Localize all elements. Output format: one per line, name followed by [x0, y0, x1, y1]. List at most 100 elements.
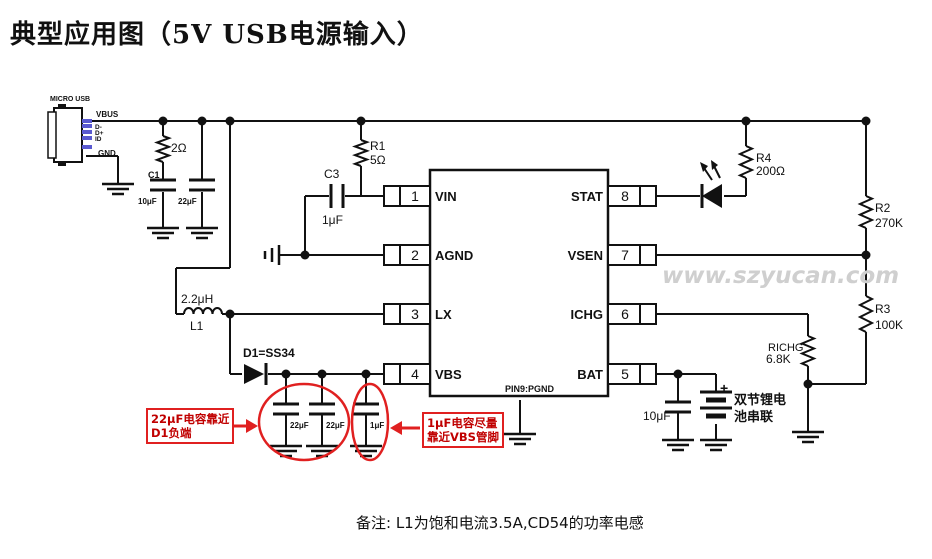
junction-dot [356, 116, 366, 126]
pin-number-5: 5 [621, 366, 629, 382]
c1-ref: C1 [148, 170, 160, 180]
highlight-circle-22uf [257, 382, 351, 462]
pin-name-vsen: VSEN [568, 248, 603, 263]
junction-dot [225, 116, 235, 126]
arrow-right-head [390, 421, 402, 435]
pin-name-ichg: ICHG [571, 307, 604, 322]
junction-dot [361, 369, 371, 379]
c-vbs-3-label: 1μF [370, 421, 384, 430]
resistor-r4 [737, 145, 755, 179]
ic-pin-bat [607, 363, 657, 385]
usb-label: MICRO USB [50, 96, 90, 103]
c-vbs-1-label: 22μF [290, 421, 309, 430]
usb-pin-label-D-: D- [95, 124, 102, 131]
usb-pin-label-D+: D+ [95, 130, 104, 137]
junction-dot [861, 250, 871, 260]
l1-value: 2.2μH [181, 292, 213, 306]
pin-name-vin: VIN [435, 189, 457, 204]
pin-number-1: 1 [411, 188, 419, 204]
c-vbs-2-label: 22μF [326, 421, 345, 430]
pin-number-2: 2 [411, 247, 419, 263]
richg-val: 6.8K [766, 352, 791, 366]
c3-val: 1μF [322, 213, 343, 227]
richg-ref: RICHG [768, 342, 803, 354]
junction-dot [741, 116, 751, 126]
usb-pin-2 [82, 136, 92, 140]
r2-val: 270K [875, 216, 903, 230]
r4-ref: R4 [756, 151, 772, 165]
r3-ref: R3 [875, 302, 891, 316]
pin-number-6: 6 [621, 306, 629, 322]
pin-number-7: 7 [621, 247, 629, 263]
led-indicator [702, 184, 722, 208]
pin-number-4: 4 [411, 366, 419, 382]
led-ray-head [711, 160, 718, 170]
c-22uf-left-label: 22μF [178, 197, 197, 206]
usb-tab [58, 104, 66, 108]
junction-dot [225, 309, 235, 319]
usb-pin-1 [82, 130, 92, 134]
led-ray [703, 167, 713, 181]
page-title: 典型应用图（5V USB电源输入） [10, 20, 424, 50]
d1-label: D1=SS34 [243, 346, 295, 360]
usb-pin-gnd [82, 145, 92, 149]
usb-connector-shell [47, 111, 57, 159]
r1-ref: R1 [370, 139, 386, 153]
battery-label-line-0: 双节锂电 [734, 392, 786, 407]
wires [86, 120, 867, 446]
pin-number-3: 3 [411, 306, 419, 322]
arrow-left-head [246, 419, 258, 433]
diode-d1 [244, 364, 264, 384]
resistor-r2 [857, 195, 875, 229]
usb-pin-vbus [82, 119, 92, 123]
c1-val: 10μF [138, 197, 157, 206]
junction-dot [158, 116, 168, 126]
pin-name-agnd: AGND [435, 248, 473, 263]
inductor-l1 [183, 307, 223, 315]
junction-dot [861, 116, 871, 126]
resistor-r1 [352, 139, 370, 167]
resistor-2ohm [154, 135, 172, 163]
ic-pin-stat [607, 185, 657, 207]
usb-tab [58, 162, 66, 166]
components-layer [47, 104, 875, 462]
battery-label-line-1: 池串联 [734, 409, 773, 424]
watermark-text: www.szyucan.com [662, 263, 900, 289]
pin-name-bat: BAT [577, 367, 603, 382]
c3-ref: C3 [324, 167, 340, 181]
pin-name-vbs: VBS [435, 367, 462, 382]
ic-pin-vbs [383, 363, 431, 385]
r-2ohm-label: 2Ω [171, 141, 187, 155]
highlight-circle-1uf [350, 382, 390, 462]
pgnd-label: PIN9:PGND [505, 384, 555, 394]
resistor-richg [799, 335, 817, 367]
junction-dot [281, 369, 291, 379]
gnd-label: GND [98, 149, 116, 158]
junction-dot [300, 250, 310, 260]
c-bat-label: 10μF [643, 409, 671, 423]
junction-dot [317, 369, 327, 379]
led-ray-head [700, 162, 708, 172]
pin-number-8: 8 [621, 188, 629, 204]
ic-pin-lx [383, 303, 431, 325]
pin-name-lx: LX [435, 307, 452, 322]
pin-name-stat: STAT [571, 189, 603, 204]
usb-pin-0 [82, 124, 92, 128]
ic-pin-ichg [607, 303, 657, 325]
l1-ref: L1 [190, 319, 204, 333]
r3-val: 100K [875, 318, 903, 332]
r1-val: 5Ω [370, 153, 386, 167]
junction-dot [673, 369, 683, 379]
note-1uf-near-vbs: 1μF电容尽量靠近VBS管脚 [422, 412, 504, 448]
junction-dot [803, 379, 813, 389]
led-ray [713, 165, 721, 179]
r2-ref: R2 [875, 201, 891, 215]
ic-pin-vin [383, 185, 431, 207]
junction-dot [197, 116, 207, 126]
vbus-label: VBUS [96, 110, 119, 119]
resistor-r3 [857, 295, 875, 333]
usb-connector-body [53, 107, 83, 163]
